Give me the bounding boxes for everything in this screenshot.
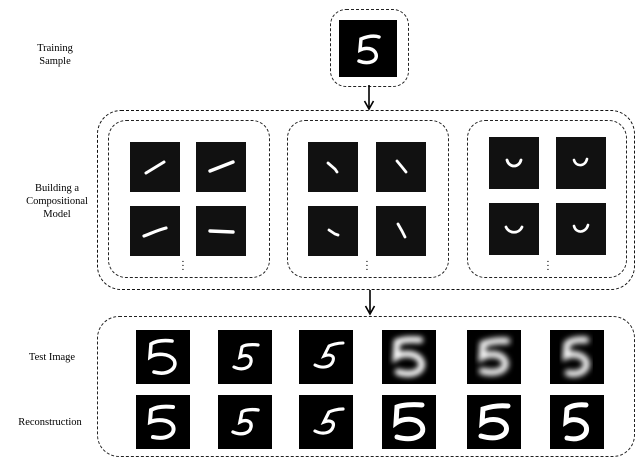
reconstruction-6 [550, 395, 604, 449]
part-tile-3-1 [489, 137, 539, 189]
part-tile-2-1 [308, 142, 358, 192]
part-tile-1-3 [130, 206, 180, 256]
reconstruction-3 [299, 395, 353, 449]
training-sample-label: Training Sample [37, 43, 73, 67]
part-tile-3-4 [556, 203, 606, 255]
building-model-label: Building a Compositional Model [26, 183, 88, 220]
part-tile-2-2 [376, 142, 426, 192]
part-tile-2-3 [308, 206, 358, 256]
test-image-label: Test Image [28, 352, 76, 363]
test-image-6 [550, 330, 604, 384]
part-tile-3-2 [556, 137, 606, 189]
group-3-ellipsis: ··· [546, 256, 550, 276]
part-tile-1-1 [130, 142, 180, 192]
test-image-3 [299, 330, 353, 384]
part-tile-2-4 [376, 206, 426, 256]
reconstruction-2 [218, 395, 272, 449]
part-tile-1-2 [196, 142, 246, 192]
part-tile-1-4 [196, 206, 246, 256]
part-group-1 [108, 120, 270, 278]
reconstruction-label: Reconstruction [18, 417, 82, 428]
part-group-3 [467, 120, 627, 278]
test-image-1 [136, 330, 190, 384]
part-tile-3-3 [489, 203, 539, 255]
test-image-4 [382, 330, 436, 384]
group-1-ellipsis: ··· [181, 256, 185, 276]
training-sample-image [339, 20, 397, 77]
reconstruction-1 [136, 395, 190, 449]
arrow-down-2 [364, 290, 376, 316]
test-image-2 [218, 330, 272, 384]
reconstruction-5 [467, 395, 521, 449]
part-group-2 [287, 120, 449, 278]
arrow-down-1 [363, 85, 375, 111]
test-image-5 [467, 330, 521, 384]
reconstruction-4 [382, 395, 436, 449]
group-2-ellipsis: ··· [365, 256, 369, 276]
